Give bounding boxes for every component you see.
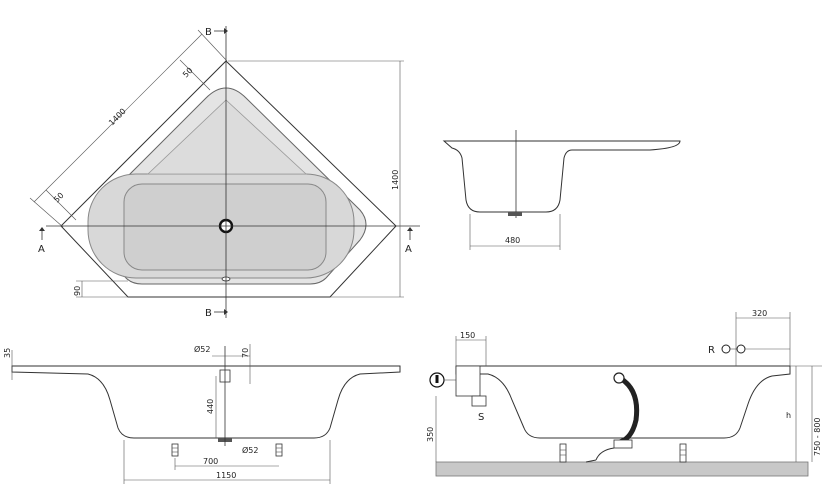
waste-pipe [585, 447, 615, 463]
dim-o52-bottom: Ø52 [242, 445, 258, 455]
dim-440: 440 [206, 399, 215, 414]
ext-line-50-left [45, 189, 77, 221]
floor [435, 461, 809, 477]
foot-b-left [559, 443, 567, 463]
overflow-knob-icon [613, 372, 625, 384]
ext-line-diag-2 [197, 29, 228, 62]
dim-h: h [786, 411, 791, 420]
valve-icon [721, 344, 731, 354]
label-s: S [478, 412, 484, 423]
dim-1150: 1150 [216, 471, 236, 480]
backrest [146, 99, 308, 175]
arrow-b-top-head [224, 28, 228, 34]
tub-outline-side [442, 140, 681, 213]
drain-fitting-side [508, 212, 522, 216]
dim-320: 320 [752, 309, 767, 318]
faucet-icon-handle [435, 375, 439, 383]
dim-90: 90 [73, 286, 82, 296]
plan-view: B B A A 1400 50 50 1400 90 [29, 26, 420, 319]
supply-fitting [471, 395, 487, 407]
arrow-b-bottom-head [224, 309, 228, 315]
trap-fitting [613, 439, 633, 449]
section-a-right-label: A [405, 244, 412, 255]
dim-350: 350 [426, 427, 435, 442]
foot-left [171, 443, 179, 457]
dim-70: 70 [241, 348, 250, 358]
tub-outline-section-b [455, 365, 791, 439]
dim-o52-top: Ø52 [194, 344, 210, 354]
wall-panel [455, 365, 481, 397]
dim-line-1400-diag [33, 33, 203, 203]
dim-50-top: 50 [181, 66, 195, 80]
ext-line-50-top [179, 59, 211, 91]
dim-50-left: 50 [52, 191, 66, 205]
tub-outline-section-a [11, 365, 401, 439]
dim-750-800: 750 - 800 [813, 417, 822, 456]
side-section-view: 480 [442, 130, 681, 250]
section-a-view: 35 Ø52 70 440 700 Ø52 1150 [3, 344, 401, 484]
dim-700: 700 [203, 457, 218, 466]
arrow-a-left-head [39, 227, 45, 231]
ext-line-diag-1 [29, 197, 64, 228]
dim-1400-diag: 1400 [107, 107, 128, 128]
dim-150: 150 [460, 331, 475, 340]
dim-480: 480 [505, 236, 520, 245]
drain-hose [618, 375, 640, 445]
dim-35: 35 [3, 348, 12, 358]
label-r: R [708, 345, 715, 356]
foot-b-right [679, 443, 687, 463]
dim-1400-vert: 1400 [391, 170, 400, 190]
arrow-a-right-head [407, 227, 413, 231]
section-b-bottom-label: B [205, 308, 212, 319]
section-b-view: S 150 350 R [426, 309, 822, 477]
section-a-left-label: A [38, 244, 45, 255]
section-b-top-label: B [205, 27, 212, 38]
valve-icon-2 [736, 344, 746, 354]
foot-right [275, 443, 283, 457]
